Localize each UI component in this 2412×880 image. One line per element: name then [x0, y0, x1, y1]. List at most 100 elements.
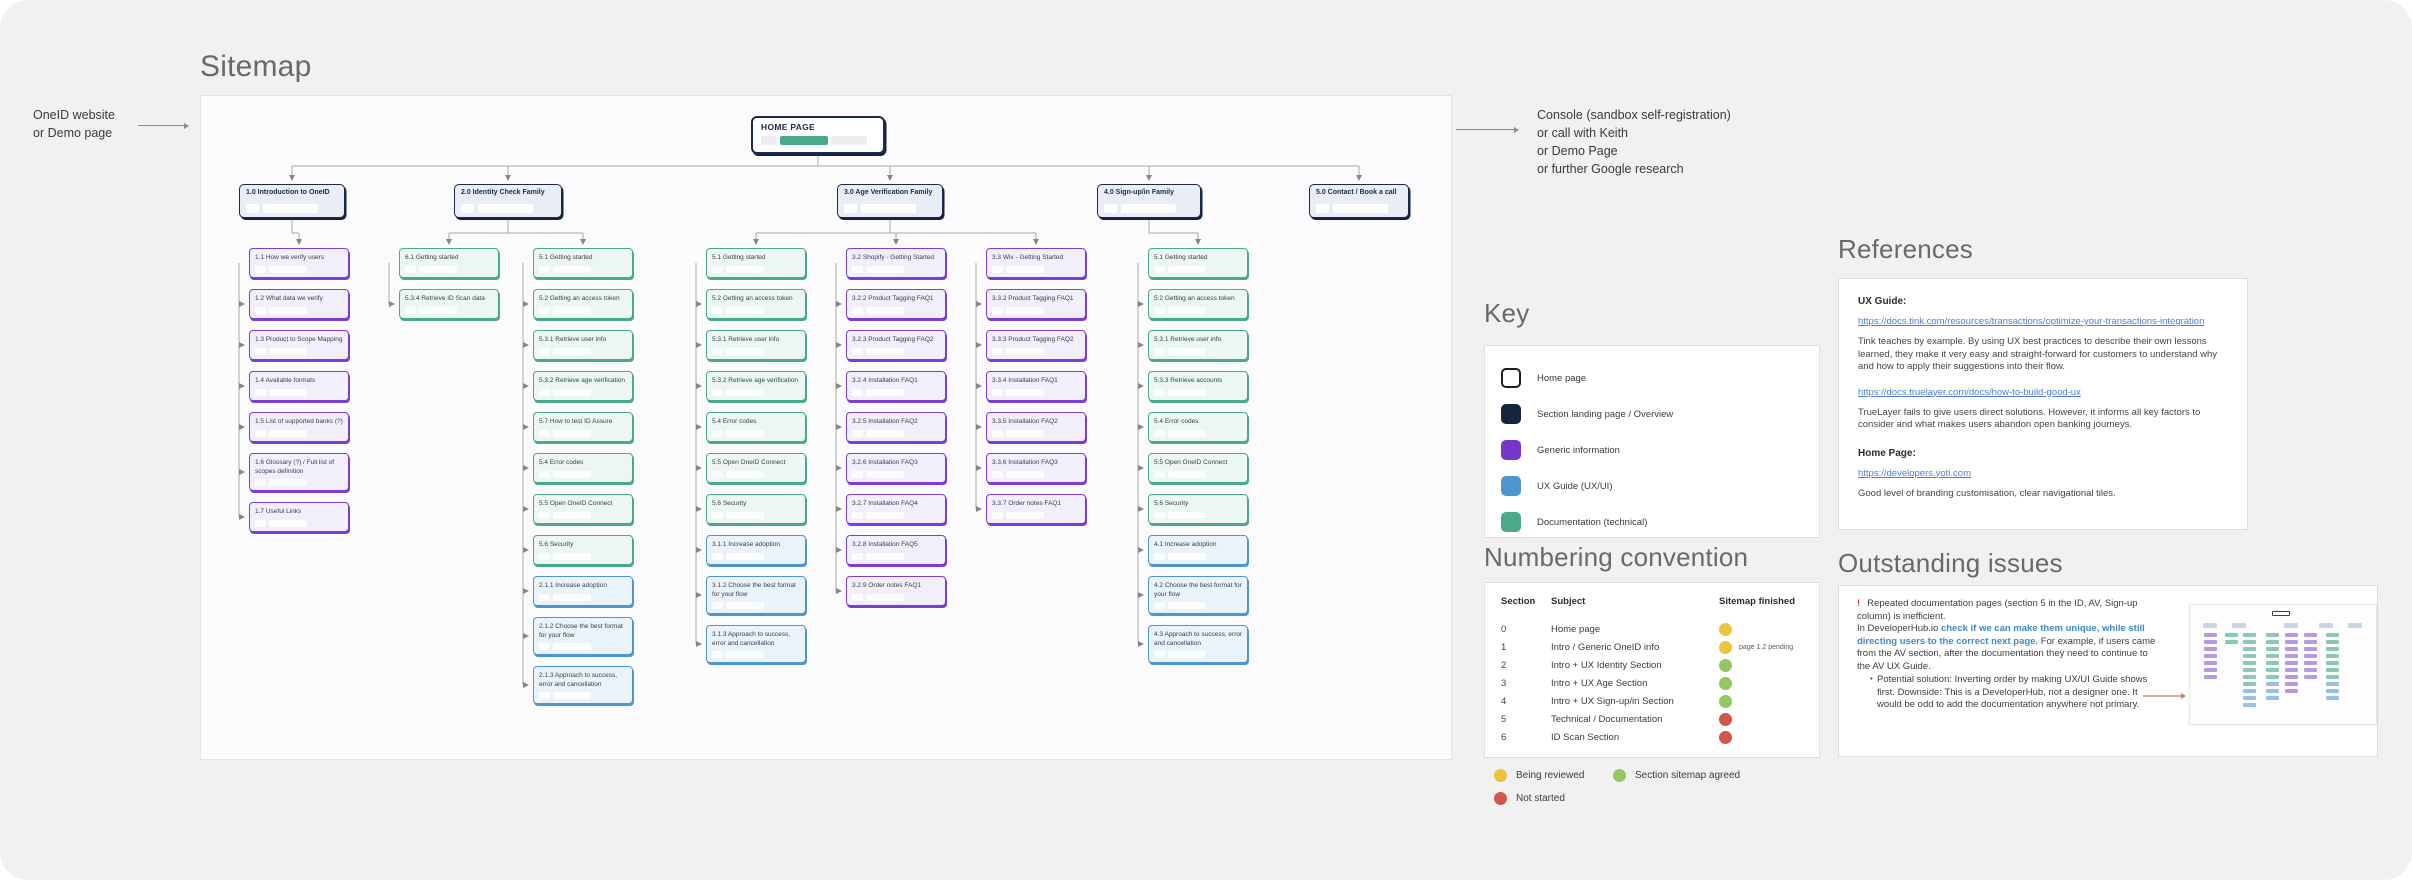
mini-node: [2325, 682, 2339, 687]
sitemap-node[interactable]: 5.5 Open OneID Connect: [533, 494, 633, 524]
family-node[interactable]: 2.0 Identity Check Family: [454, 184, 562, 218]
references-title: References: [1838, 234, 1973, 264]
sitemap-node[interactable]: 2.1.3 Approach to success, error and can…: [533, 666, 633, 704]
sitemap-node[interactable]: 3.3 Wix - Getting Started: [986, 248, 1086, 278]
sitemap-node[interactable]: 5.1 Getting started: [706, 248, 806, 278]
key-item-label: Home page: [1537, 372, 1587, 384]
sitemap-node[interactable]: 5.3.2 Retrieve age verification: [533, 371, 633, 401]
sitemap-node[interactable]: 3.1.3 Approach to success, error and can…: [706, 625, 806, 663]
sitemap-node[interactable]: 5.1 Getting started: [1148, 248, 1248, 278]
sitemap-node[interactable]: 1.5 List of supported banks (?): [249, 412, 349, 442]
sitemap-node[interactable]: 3.3.3 Product Tagging FAQ2: [986, 330, 1086, 360]
mini-node: [2242, 668, 2256, 673]
sitemap-node[interactable]: 3.2.4 Installation FAQ1: [846, 371, 946, 401]
sitemap-node[interactable]: 3.1.2 Choose the best format for your fl…: [706, 576, 806, 614]
status-dot-yellow: [1719, 640, 1732, 654]
sitemap-node[interactable]: 1.2 What data we verify: [249, 289, 349, 319]
sitemap-node[interactable]: 5.3.1 Retrieve user info: [1148, 330, 1248, 360]
sitemap-canvas: HOME PAGE 1.0 Introduction to OneID 2.0 I…: [200, 95, 1452, 760]
sitemap-node[interactable]: 5.5 Open OneID Connect: [706, 453, 806, 483]
sitemap-node[interactable]: 3.2.3 Product Tagging FAQ2: [846, 330, 946, 360]
reference-link[interactable]: https://docs.tink.com/resources/transact…: [1858, 316, 2205, 327]
status-legend-label: Being reviewed: [1516, 770, 1585, 781]
sitemap-node[interactable]: 5.6 Security: [706, 494, 806, 524]
sitemap-node[interactable]: 3.3.5 Installation FAQ2: [986, 412, 1086, 442]
mini-node: [2303, 675, 2317, 680]
mini-node: [2266, 696, 2280, 701]
sitemap-node[interactable]: 4.2 Choose the best format for your flow: [1148, 576, 1248, 614]
sitemap-node[interactable]: 5.2 Getting an access token: [533, 289, 633, 319]
key-row: Documentation (technical): [1501, 504, 1819, 540]
sitemap-node[interactable]: 3.3.7 Order notes FAQ1: [986, 494, 1086, 524]
sitemap-node[interactable]: 5.4 Error codes: [1148, 412, 1248, 442]
sitemap-node[interactable]: 1.1 How we verify users: [249, 248, 349, 278]
mini-node: [2242, 654, 2256, 659]
reference-link[interactable]: https://developers.yoti.com: [1858, 467, 1971, 479]
outstanding-bullet-text: Potential solution: Inverting order by m…: [1877, 674, 2148, 710]
mini-node: [2325, 696, 2339, 701]
family-node[interactable]: 5.0 Contact / Book a call: [1309, 184, 1409, 218]
sitemap-node[interactable]: 3.2.7 Installation FAQ4: [846, 494, 946, 524]
sitemap-node[interactable]: 5.5 Open OneID Connect: [1148, 453, 1248, 483]
sitemap-node[interactable]: 2.1.2 Choose the best format for your fl…: [533, 617, 633, 655]
sitemap-node[interactable]: 3.2 Shopify - Getting Started: [846, 248, 946, 278]
reference-link[interactable]: https://docs.truelayer.com/docs/how-to-b…: [1858, 386, 2081, 398]
tree-column: 3.2 Shopify - Getting Started 3.2.2 Produ…: [846, 248, 946, 606]
family-node[interactable]: 4.0 Sign-up/in Family: [1097, 184, 1201, 218]
sitemap-node[interactable]: 1.4 Available formats: [249, 371, 349, 401]
sitemap-node[interactable]: 5.6 Security: [1148, 494, 1248, 524]
mini-node: [2285, 689, 2299, 694]
sitemap-node[interactable]: 3.2.2 Product Tagging FAQ1: [846, 289, 946, 319]
sitemap-node[interactable]: 5.4 Error codes: [533, 453, 633, 483]
sitemap-node[interactable]: 5.2 Getting an access token: [1148, 289, 1248, 319]
sitemap-node[interactable]: 5.6 Security: [533, 535, 633, 565]
sitemap-node[interactable]: 5.4 Error codes: [706, 412, 806, 442]
sitemap-node[interactable]: 3.2.5 Installation FAQ2: [846, 412, 946, 442]
family-node[interactable]: 3.0 Age Verification Family: [837, 184, 943, 218]
right-annotation-line: or call with Keith: [1537, 126, 1629, 140]
sitemap-node[interactable]: 5.7 How to test ID Assure: [533, 412, 633, 442]
sitemap-node[interactable]: 2.1.1 Increase adoption: [533, 576, 633, 606]
mini-node: [2266, 647, 2280, 652]
family-node[interactable]: 1.0 Introduction to OneID: [239, 184, 345, 218]
sitemap-node[interactable]: 3.2.9 Order notes FAQ1: [846, 576, 946, 606]
mini-sitemap-thumbnail[interactable]: [2189, 604, 2377, 725]
sitemap-node[interactable]: 4.3 Approach to success, error and cance…: [1148, 625, 1248, 663]
sitemap-node[interactable]: 3.3.6 Installation FAQ3: [986, 453, 1086, 483]
sitemap-node[interactable]: 5.3.2 Retrieve age verification: [706, 371, 806, 401]
table-cell-section: 4: [1501, 695, 1507, 707]
table-cell-status: [1719, 728, 1805, 746]
mini-node: [2266, 654, 2280, 659]
reference-heading: UX Guide:: [1858, 296, 1907, 307]
key-row: Home page: [1501, 360, 1819, 396]
sitemap-node[interactable]: 5.3.1 Retrieve user info: [706, 330, 806, 360]
sitemap-node[interactable]: 1.3 Product to Scope Mapping: [249, 330, 349, 360]
sitemap-node[interactable]: 3.1.1 Increase adoption: [706, 535, 806, 565]
sitemap-node[interactable]: 1.6 Glossary (?) / Full list of scopes d…: [249, 453, 349, 491]
table-cell-subject: Intro + UX Sign-up/in Section: [1551, 695, 1674, 707]
mini-node: [2285, 633, 2299, 638]
sitemap-node[interactable]: 6.1 Getting started: [399, 248, 499, 278]
right-annotation-line: or further Google research: [1537, 162, 1684, 176]
sitemap-node[interactable]: 5.3.1 Retrieve user info: [533, 330, 633, 360]
tree-column: 5.1 Getting started 5.2 Getting an access…: [533, 248, 633, 704]
sitemap-node[interactable]: 3.3.2 Product Tagging FAQ1: [986, 289, 1086, 319]
mini-node: [2325, 654, 2339, 659]
mini-node: [2266, 675, 2280, 680]
sitemap-node[interactable]: 5.1 Getting started: [533, 248, 633, 278]
sitemap-node[interactable]: 3.2.6 Installation FAQ3: [846, 453, 946, 483]
sitemap-node[interactable]: 5.2 Getting an access token: [706, 289, 806, 319]
home-page-node[interactable]: HOME PAGE: [751, 116, 885, 154]
sitemap-node[interactable]: 5.3.3 Retrieve accounts: [1148, 371, 1248, 401]
right-annotation-line: Console (sandbox self-registration): [1537, 108, 1731, 122]
sitemap-node[interactable]: 1.7 Useful Links: [249, 502, 349, 532]
sitemap-node[interactable]: 5.3.4 Retrieve ID Scan data: [399, 289, 499, 319]
mini-node: [2204, 668, 2218, 673]
mini-node: [2325, 675, 2339, 680]
sitemap-node[interactable]: 3.2.8 Installation FAQ5: [846, 535, 946, 565]
sitemap-node[interactable]: 3.3.4 Installation FAQ1: [986, 371, 1086, 401]
mini-node: [2266, 668, 2280, 673]
sitemap-node[interactable]: 4.1 Increase adoption: [1148, 535, 1248, 565]
mini-node: [2224, 640, 2238, 645]
